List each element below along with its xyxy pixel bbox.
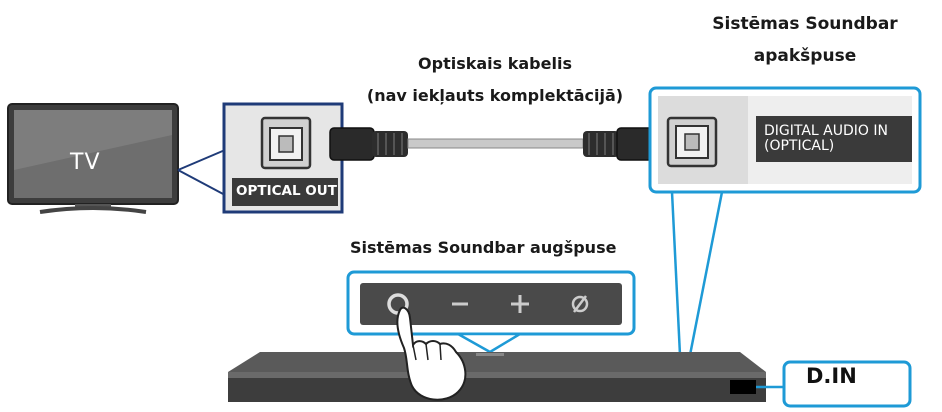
top-panel-pointer xyxy=(453,332,525,354)
optical-cable xyxy=(329,127,662,161)
callout-line-right xyxy=(688,191,724,356)
display-text: D.IN xyxy=(806,364,857,388)
tv-illustration xyxy=(7,103,179,214)
hand-pointer-icon xyxy=(396,306,467,401)
top-control-panel xyxy=(346,270,636,336)
soundbar-illustration xyxy=(228,352,766,402)
optical-out-label: OPTICAL OUT xyxy=(236,183,337,199)
soundbar-bottom-title-line1: Sistēmas Soundbar xyxy=(712,14,898,34)
cable-label-line1: Optiskais kabelis xyxy=(418,54,572,73)
cable-label-line2: (nav iekļauts komplektācijā) xyxy=(366,86,624,105)
digital-audio-in-panel xyxy=(648,86,922,194)
tv-callout-line-2 xyxy=(177,169,226,196)
display-callout xyxy=(756,360,912,408)
callout-line-left xyxy=(670,191,682,356)
digital-audio-in-label: DIGITAL AUDIO IN (OPTICAL) xyxy=(764,124,888,154)
digital-audio-in-line2: (OPTICAL) xyxy=(764,138,835,154)
cable-label: Optiskais kabelis (nav iekļauts komplekt… xyxy=(360,48,630,112)
source-icon xyxy=(571,295,589,313)
digital-audio-in-line1: DIGITAL AUDIO IN xyxy=(764,123,888,139)
soundbar-bottom-title-line2: apakšpuse xyxy=(753,46,857,66)
soundbar-top-title: Sistēmas Soundbar augšpuse xyxy=(350,238,617,257)
tv-label: TV xyxy=(70,150,101,175)
soundbar-bottom-title: Sistēmas Soundbar apakšpuse xyxy=(700,8,910,72)
tv-callout-line xyxy=(177,149,226,171)
optical-out-panel xyxy=(222,102,344,214)
